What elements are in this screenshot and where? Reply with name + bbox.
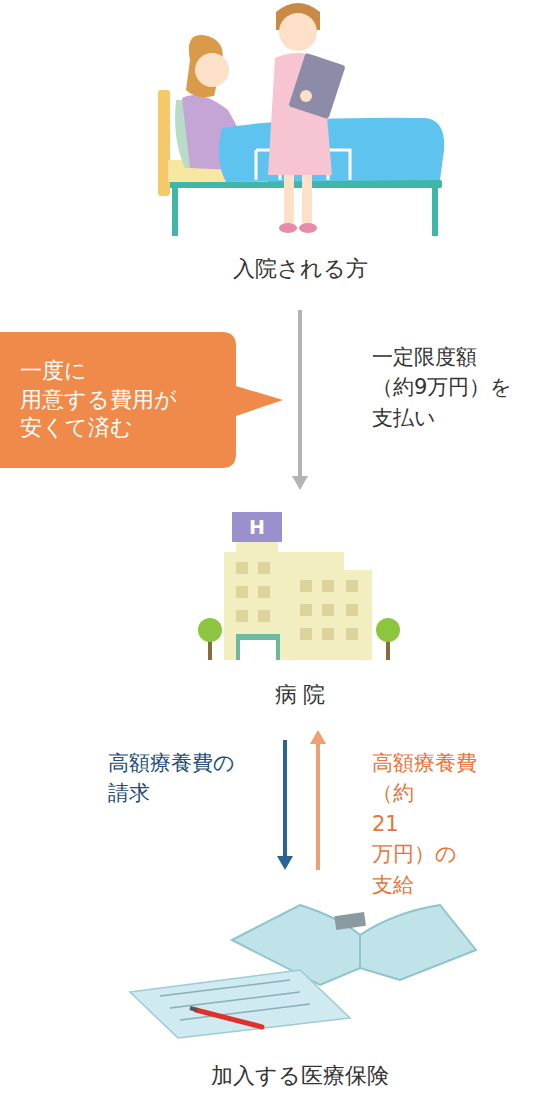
hospital-illustration-part-part (322, 580, 334, 592)
hospital-illustration-part-part (300, 628, 312, 640)
hospital-illustration-part-part (346, 628, 358, 640)
node-label: 病 院 (275, 681, 326, 710)
hospital-illustration-part-part (236, 562, 248, 574)
nurse-illustration (268, 3, 346, 233)
hospital-illustration-part (240, 640, 276, 660)
text-line: 一定限度額 (372, 342, 512, 372)
hospital-illustration-part (236, 634, 280, 660)
hospital-illustration-part-part (322, 628, 334, 640)
text-line: 万円）の (372, 839, 477, 869)
benefit-label: 高額療養費 （約 21 万円）の 支給 (372, 748, 477, 900)
speech-callout: 一度に 用意する費用が 安くて済む (0, 330, 286, 470)
text-line: 請求 (108, 778, 235, 808)
nurse-illustration-part (302, 175, 312, 223)
arrow-shaft (283, 740, 287, 856)
payment-label: 一定限度額 （約9万円）を 支払い (372, 342, 512, 433)
text-line: 一度に (20, 357, 177, 386)
text-line: 支払い (372, 403, 512, 433)
documents-illustration-part (334, 912, 366, 930)
callout-text: 一度に 用意する費用が 安くて済む (20, 357, 177, 443)
hospital-illustration-part-part (322, 604, 334, 616)
bed-illustration (158, 35, 444, 236)
flow-arrow (310, 730, 326, 870)
node-label: 加入する医療保険 (211, 1062, 389, 1091)
text-line: （約9万円）を (372, 372, 512, 402)
hospital-illustration-part-part (236, 586, 248, 598)
text-line: 高額療養費 (372, 748, 477, 778)
hospital-illustration-part-part (300, 580, 312, 592)
documents-illustration-part (196, 1010, 262, 1027)
nurse-illustration-part (299, 223, 317, 233)
patient-node: 入院される方 (150, 0, 450, 284)
text-line: 用意する費用が (20, 386, 177, 415)
documents-illustration-part (130, 970, 350, 1038)
documents-illustration-part (160, 980, 310, 1020)
hospital-illustration-part-part (300, 604, 312, 616)
documents-illustration (130, 905, 476, 1038)
hospital-illustration (198, 512, 400, 660)
text-line: 安くて済む (20, 414, 177, 443)
nurse-illustration-part (279, 13, 317, 51)
hospital-illustration-part (236, 562, 358, 640)
hospital-illustration-part-part (346, 580, 358, 592)
arrow-head (292, 476, 308, 490)
text-line: 高額療養費の (108, 748, 235, 778)
claim-label: 高額療養費の 請求 (108, 748, 235, 809)
text-line: （約 (372, 778, 477, 808)
hospital-illustration-part (376, 618, 400, 642)
documents-illustration-part (190, 1008, 197, 1010)
hospital-illustration-part-part (258, 562, 270, 574)
nurse-illustration-part (284, 175, 294, 223)
arrow-head (277, 856, 293, 870)
text-line: 21 (372, 809, 477, 839)
arrow-shaft (298, 310, 302, 476)
node-label: 入院される方 (233, 255, 368, 284)
nurse-illustration-part (279, 223, 297, 233)
insurance-node: 加入する医療保険 (110, 885, 490, 1091)
bed-illustration-part (432, 180, 438, 236)
flow-arrow (277, 740, 293, 870)
nurse-illustration-part (288, 53, 345, 119)
hospital-illustration-part (198, 618, 222, 642)
arrow-head (310, 730, 326, 744)
hospital-illustration-part (236, 542, 278, 552)
hospital-node: 病 院 (185, 505, 415, 710)
hospital-illustration-part (232, 512, 282, 542)
hospital-illustration-part-part (346, 604, 358, 616)
documents-illustration-part (359, 935, 361, 968)
documents-illustration-part (232, 905, 476, 985)
hospital-illustration-part (290, 570, 372, 660)
flow-arrow (292, 310, 308, 490)
bed-illustration-part (172, 180, 178, 236)
hospital-illustration-part-part (258, 610, 270, 622)
nurse-illustration-part (300, 90, 312, 102)
hospital-illustration-part-part (236, 610, 248, 622)
bed-illustration-part (195, 53, 229, 87)
arrow-shaft (316, 744, 320, 870)
callout-bubble (0, 332, 283, 468)
sign-letter: H (232, 513, 282, 541)
hospital-illustration-part-part (258, 586, 270, 598)
text-line: 支給 (372, 870, 477, 900)
